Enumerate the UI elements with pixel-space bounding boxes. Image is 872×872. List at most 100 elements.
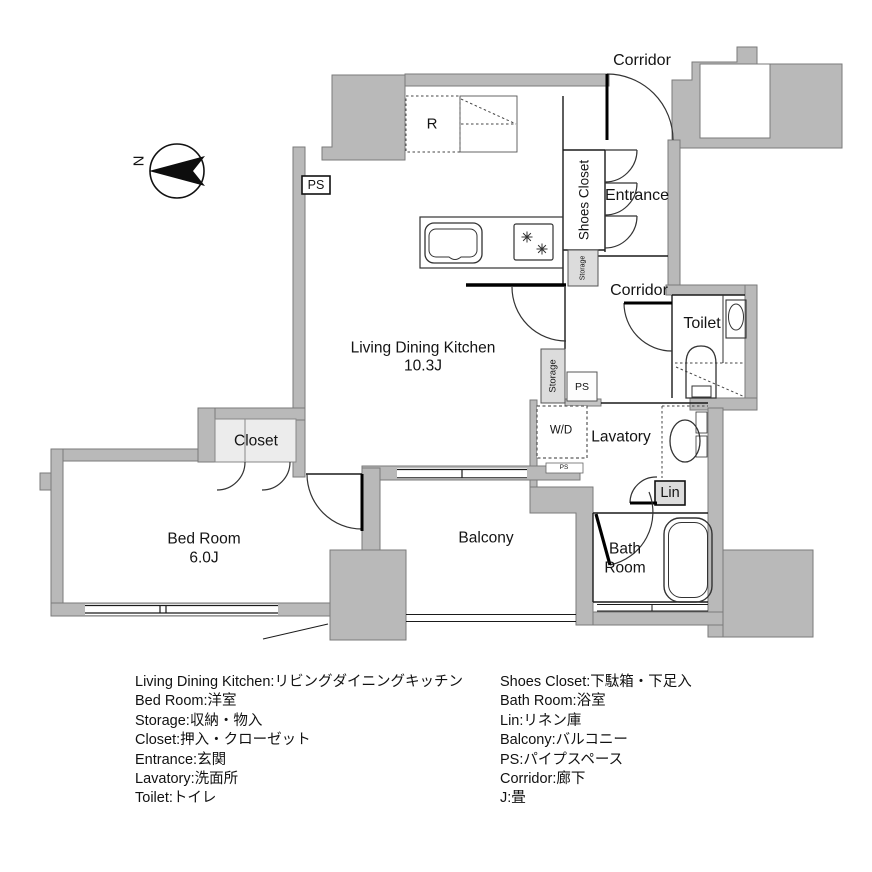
legend-item: J:畳 <box>500 790 526 807</box>
lavatory-counter-box-2 <box>695 435 708 458</box>
label-compass-north: N <box>130 155 148 167</box>
counter-right-of-fridge <box>459 95 518 153</box>
north-arrow-icon <box>149 156 205 186</box>
closet-doors <box>216 461 291 491</box>
label-ps-left: PS <box>307 177 325 192</box>
label-corridor-top: Corridor <box>613 52 671 69</box>
legend-item: Shoes Closet:下駄箱・下足入 <box>500 674 692 690</box>
toilet-door <box>623 301 673 352</box>
storage-lower-box <box>540 348 566 404</box>
lavatory-counter-box-1 <box>695 411 708 434</box>
compass <box>149 143 205 199</box>
label-ldk-name: Living Dining Kitchen <box>350 339 496 357</box>
wall-toilet-right <box>744 284 758 411</box>
legend-right-column: Shoes Closet:下駄箱・下足入 Bath Room:浴室 Lin:リネ… <box>500 673 692 809</box>
toilet-base <box>691 385 712 398</box>
wall-closet-left-strip <box>197 407 216 463</box>
label-wd: W/D <box>549 424 573 437</box>
bath-vent-lines <box>597 604 708 612</box>
closet-box <box>214 418 297 463</box>
bathtub-outer <box>663 517 713 603</box>
counter-dotted-diagonal <box>460 98 517 125</box>
label-storage-upper: Storage <box>579 255 587 281</box>
wall-lavatory-bath-chunk <box>529 486 594 626</box>
wall-top-band <box>404 73 610 87</box>
stove <box>513 223 554 261</box>
lavatory-counter-dotted <box>661 405 708 478</box>
shoes-closet-doors <box>604 149 638 249</box>
window-bedroom <box>85 604 278 615</box>
legend-item: PS:パイプスペース <box>500 751 624 768</box>
wall-toilet-top <box>665 284 758 296</box>
label-toilet: Toilet <box>683 315 721 332</box>
label-bathroom-line1: Bath <box>609 540 641 558</box>
label-bedroom-name: Bed Room <box>167 530 241 548</box>
label-shoes-closet: Shoes Closet <box>576 159 592 241</box>
wall-toilet-bottom <box>689 397 758 411</box>
boxes <box>214 175 686 506</box>
wall-left-notch <box>39 472 52 491</box>
windows <box>85 468 708 640</box>
wall-bath-bottom <box>592 611 724 626</box>
label-ldk-size: 10.3J <box>404 357 442 375</box>
legend-item: Toilet:トイレ <box>135 790 217 807</box>
toilet-sink-counter <box>725 299 747 339</box>
legend-left-column: Living Dining Kitchen:リビングダイニングキッチン Bed … <box>135 673 463 809</box>
legend-item: Bath Room:浴室 <box>500 693 606 710</box>
doors <box>216 73 674 566</box>
corridor-door <box>511 286 567 342</box>
wall-left <box>292 146 306 478</box>
entrance-door <box>605 73 674 141</box>
exterior-walls <box>39 46 843 641</box>
wall-top-right-mass <box>671 46 843 149</box>
label-entrance: Entrance <box>604 187 670 204</box>
legend-item: Entrance:玄関 <box>135 751 227 768</box>
wall-top-left-block <box>321 74 406 161</box>
label-lin: Lin <box>660 484 680 501</box>
stove-burner-icon <box>521 231 533 243</box>
wall-closet-top <box>202 407 306 421</box>
wall-bedroom-top <box>50 448 199 462</box>
wall-bottom-right-block <box>722 549 814 638</box>
label-storage-lower: Storage <box>547 359 559 393</box>
balcony-divider-diagonal <box>262 623 329 640</box>
legend-item: Living Dining Kitchen:リビングダイニングキッチン <box>135 674 463 690</box>
label-bedroom-size: 6.0J <box>189 549 219 567</box>
wall-bedroom-left <box>50 448 64 617</box>
window-bedroom-lines <box>85 604 278 614</box>
legend-item: Bed Room:洋室 <box>135 693 237 710</box>
label-ps-small: PS <box>559 463 569 471</box>
legend-item: Closet:押入・クローゼット <box>135 732 311 749</box>
label-lavatory: Lavatory <box>591 428 651 446</box>
lin-box <box>654 480 686 506</box>
label-corridor-mid: Corridor <box>610 282 668 299</box>
wall-right-column <box>707 407 724 638</box>
lavatory-sink-basin <box>669 419 701 463</box>
wall-pillar <box>329 549 407 641</box>
bathtub-inner <box>668 522 708 598</box>
window-ldk-balcony-lines <box>397 468 527 479</box>
ps-left-box <box>301 175 331 195</box>
stove-burner-icon <box>536 243 548 255</box>
fixtures <box>419 95 747 603</box>
legend-item: Balcony:バルコニー <box>500 732 628 749</box>
bedroom-door <box>306 473 364 531</box>
label-bathroom-line2: Room <box>604 559 646 577</box>
wall-doorzone-strip <box>361 467 381 551</box>
label-ps-mid: PS <box>574 380 590 393</box>
wd-box <box>536 405 588 459</box>
label-refrigerator: R <box>426 115 438 133</box>
ps-mid-box <box>566 371 598 402</box>
legend-item: Lavatory:洗面所 <box>135 771 239 788</box>
toilet-bowl <box>685 345 717 399</box>
storage-upper-box <box>567 249 599 287</box>
kitchen-counter <box>419 216 564 269</box>
toilet-sink-basin <box>728 303 744 331</box>
kitchen-sink-outer <box>424 222 483 264</box>
balcony-railing-lines <box>406 614 576 622</box>
legend-item: Lin:リネン庫 <box>500 712 582 729</box>
wall-entrance-right <box>667 139 681 286</box>
legend-item: Storage:収納・物入 <box>135 712 263 729</box>
